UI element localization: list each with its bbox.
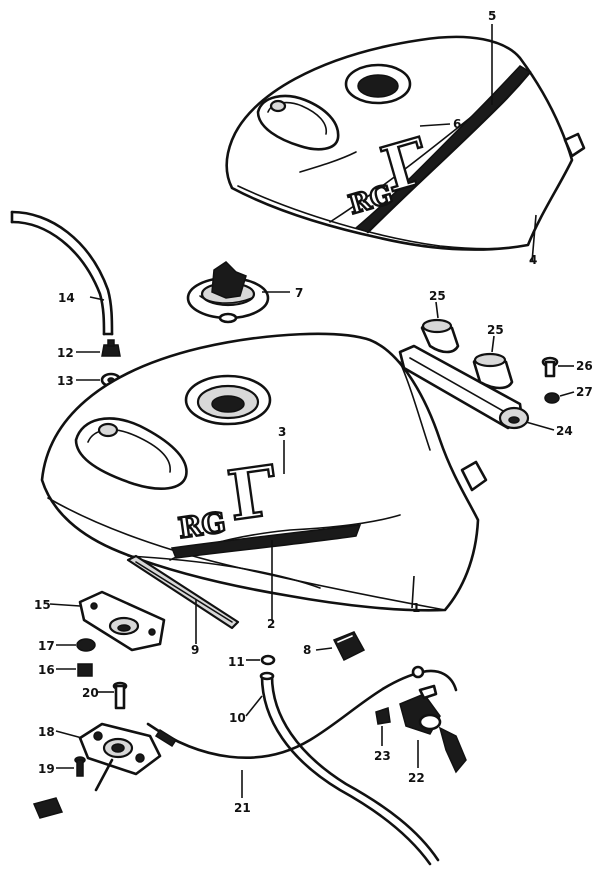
callout-19: 19 bbox=[38, 762, 55, 776]
o-ring-part-17 bbox=[76, 638, 96, 652]
fuel-hose-part-10 bbox=[259, 671, 440, 866]
hose-clip-part-11 bbox=[260, 654, 276, 666]
cable-part-21 bbox=[146, 665, 458, 759]
rubber-cushion-part-25-a bbox=[420, 318, 460, 354]
drain-plug bbox=[32, 797, 64, 819]
callout-17: 17 bbox=[38, 639, 55, 653]
rear-bracket-part-24 bbox=[398, 344, 530, 430]
callout-14: 14 bbox=[58, 291, 75, 305]
callout-25-lower: 25 bbox=[487, 323, 504, 337]
callout-16: 16 bbox=[38, 663, 55, 677]
bolt-part-26 bbox=[541, 356, 559, 378]
screw-part-16 bbox=[77, 663, 93, 677]
callout-27: 27 bbox=[576, 385, 593, 399]
callout-2: 2 bbox=[267, 617, 275, 631]
callout-13: 13 bbox=[57, 374, 74, 388]
callout-7: 7 bbox=[295, 286, 303, 300]
callout-9: 9 bbox=[191, 643, 199, 657]
vent-hose-part-14 bbox=[10, 210, 114, 336]
cushion-part-8 bbox=[332, 631, 366, 662]
callout-8: 8 bbox=[303, 643, 311, 657]
tank-strap-part-9 bbox=[126, 554, 240, 630]
washer-part-27 bbox=[544, 392, 560, 404]
screw-part-23 bbox=[375, 707, 391, 725]
fuel-cock-part-18 bbox=[78, 722, 162, 792]
breather-fitting-part-12 bbox=[101, 339, 121, 357]
callout-12: 12 bbox=[57, 346, 74, 360]
callout-24: 24 bbox=[556, 424, 573, 438]
rubber-cushion-part-25-b bbox=[472, 352, 514, 390]
callout-labels: 1 2 3 4 5 6 7 8 9 10 11 12 13 14 15 16 1… bbox=[34, 9, 593, 815]
fuel-cap-part-7 bbox=[186, 261, 270, 324]
callout-26: 26 bbox=[576, 359, 593, 373]
callout-1: 1 bbox=[412, 601, 420, 615]
callout-6: 6 bbox=[453, 117, 461, 131]
callout-4: 4 bbox=[529, 253, 537, 267]
callout-11: 11 bbox=[228, 655, 245, 669]
screw-part-19 bbox=[74, 756, 86, 777]
callout-3: 3 bbox=[278, 425, 286, 439]
bolt-part-20 bbox=[112, 681, 128, 710]
tank-cover-part-4: RG Γ bbox=[225, 35, 586, 251]
callout-18: 18 bbox=[38, 725, 55, 739]
gauge-plate-part-15 bbox=[78, 590, 166, 652]
callout-15: 15 bbox=[34, 598, 51, 612]
tank-logo-letters: RG bbox=[176, 506, 227, 545]
callout-20: 20 bbox=[82, 686, 99, 700]
callout-22: 22 bbox=[408, 771, 425, 785]
fuel-tank-part-1: RG Γ bbox=[40, 332, 488, 612]
leader-lines bbox=[49, 24, 575, 798]
callout-5: 5 bbox=[488, 9, 496, 23]
callout-23: 23 bbox=[374, 749, 391, 763]
callout-21: 21 bbox=[234, 801, 251, 815]
callout-10: 10 bbox=[229, 711, 246, 725]
lock-assembly-part-22 bbox=[399, 684, 467, 774]
callout-25-upper: 25 bbox=[429, 289, 446, 303]
